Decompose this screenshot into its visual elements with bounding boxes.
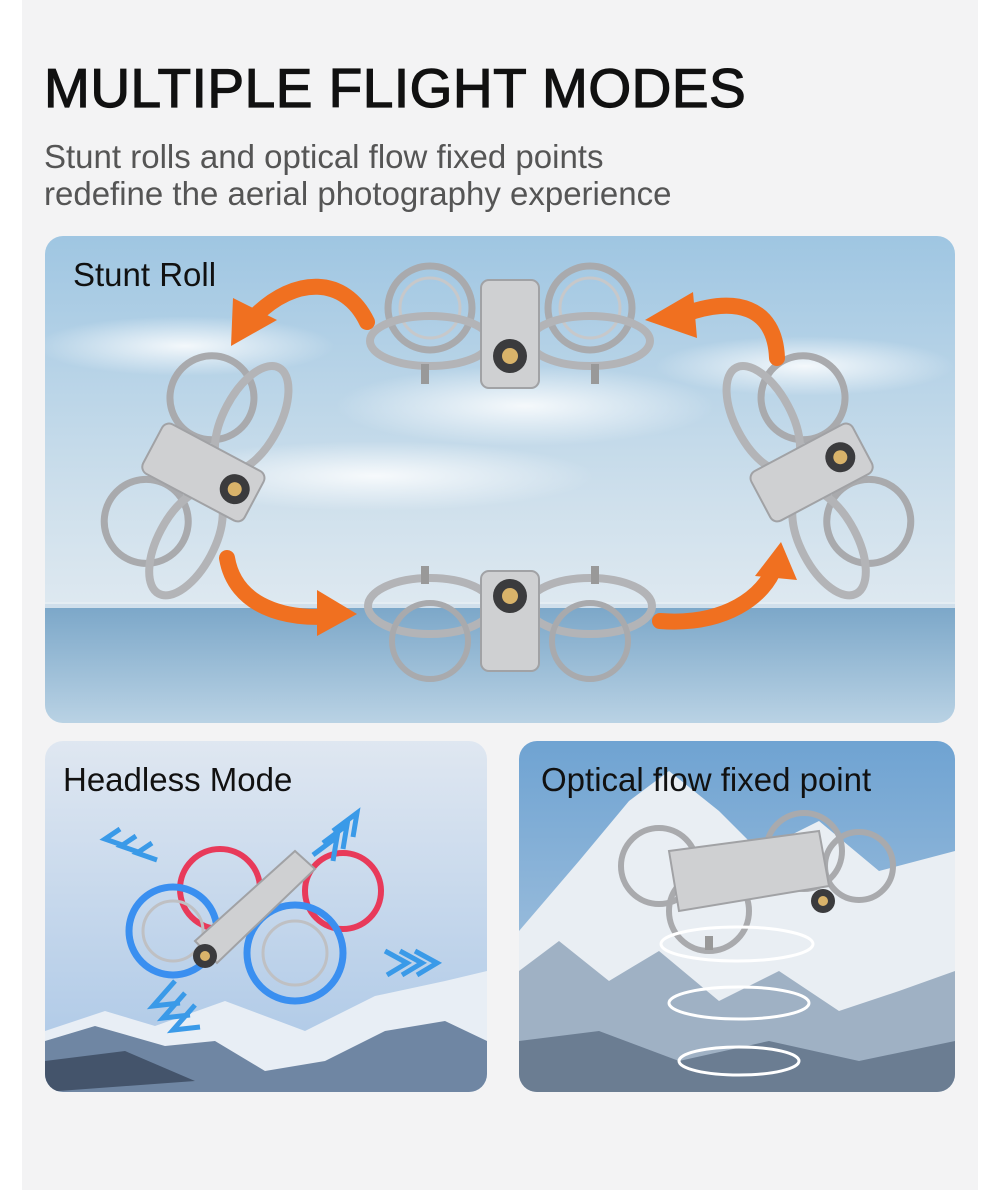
headless-mode-panel: Headless Mode [45, 741, 487, 1092]
arrow-up-left-icon [99, 826, 158, 863]
hover-drone [618, 810, 896, 954]
arrow-top-left-icon [247, 278, 375, 330]
rotation-arrows [219, 278, 797, 636]
page-subtitle: Stunt rolls and optical flow fixed point… [44, 138, 804, 212]
drone-top [366, 262, 654, 389]
subtitle-line-1: Stunt rolls and optical flow fixed point… [44, 138, 604, 175]
drone-left [100, 352, 293, 600]
arrow-down-right-icon [383, 948, 443, 978]
optical-flow-label: Optical flow fixed point [541, 761, 872, 798]
subtitle-line-2: redefine the aerial photography experien… [44, 175, 672, 212]
page-title: MULTIPLE FLIGHT MODES [43, 56, 747, 119]
headless-drone [125, 846, 384, 1005]
arrow-up-right-icon [311, 807, 361, 862]
drone-bottom [364, 566, 656, 682]
stunt-roll-label: Stunt Roll [73, 256, 217, 293]
stunt-roll-panel: Stunt Roll [45, 236, 955, 723]
arrow-top-right-icon [677, 297, 785, 366]
arrow-down-left-icon [146, 979, 201, 1034]
drone-right [722, 352, 915, 600]
stunt-roll-scene [45, 236, 955, 723]
headless-mode-label: Headless Mode [63, 761, 293, 798]
hover-rings [659, 925, 815, 1077]
headless-mode-scene [45, 741, 487, 1092]
page-background: MULTIPLE FLIGHT MODES Stunt rolls and op… [22, 0, 978, 1190]
optical-flow-scene [519, 741, 955, 1092]
optical-flow-panel: Optical flow fixed point [519, 741, 955, 1092]
direction-arrows [99, 807, 443, 1034]
